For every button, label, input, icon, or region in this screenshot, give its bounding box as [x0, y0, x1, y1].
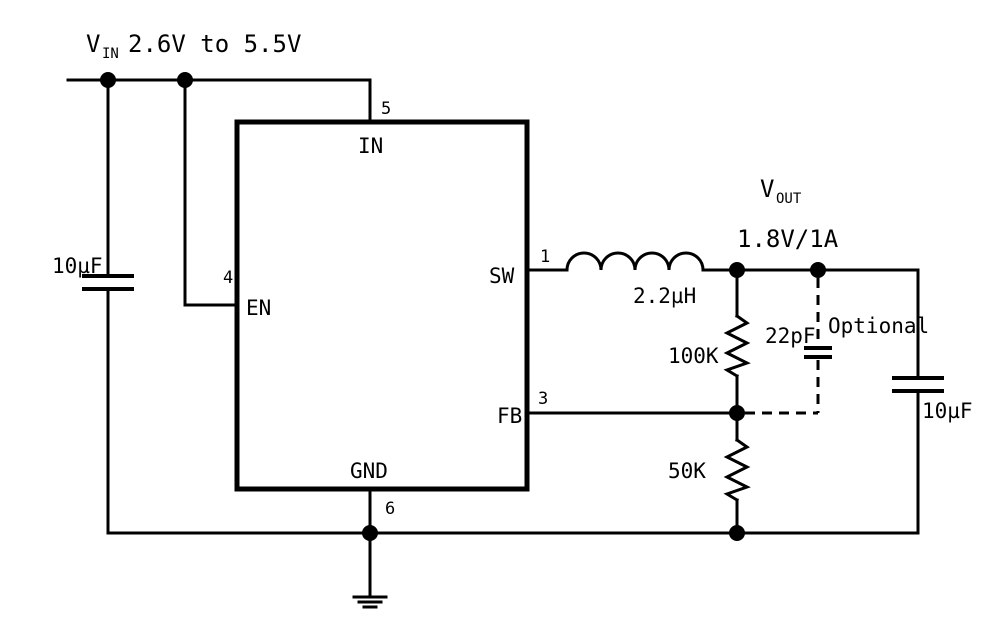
inductor-value: 2.2µH	[633, 284, 696, 308]
pin-en-label: EN	[246, 296, 271, 320]
inductor: 2.2µH	[525, 251, 739, 308]
en-wire	[183, 78, 239, 307]
vout-label: V OUT 1.8V/1A	[737, 175, 839, 253]
input-capacitor: 10µF	[52, 78, 134, 535]
pin-fb-number: 3	[538, 389, 548, 409]
pin-gnd-number: 6	[385, 499, 395, 519]
pin-en-number: 4	[223, 268, 233, 288]
pin-in-number: 5	[381, 99, 391, 119]
pin-gnd-label: GND	[350, 459, 388, 483]
pin-sw-label: SW	[489, 264, 515, 288]
pin-fb-label: FB	[497, 404, 522, 428]
feedforward-capacitor: 22pF Optional	[745, 278, 929, 415]
ic-body	[234, 119, 530, 492]
vin-label: V IN 2.6V to 5.5V	[86, 30, 301, 62]
vin-symbol: V	[86, 30, 100, 58]
fb-node	[525, 405, 745, 421]
vin-range: 2.6V to 5.5V	[128, 30, 301, 58]
cout-value: 10µF	[922, 399, 973, 423]
r-bottom-value: 50K	[668, 459, 706, 483]
cff-note: Optional	[828, 314, 929, 338]
resistor-bottom: 50K	[668, 411, 751, 535]
output-capacitor: 10µF	[892, 268, 973, 535]
pin-sw-number: 1	[540, 247, 550, 267]
cin-value: 10µF	[52, 254, 103, 278]
vin-subscript: IN	[102, 46, 119, 62]
vout-symbol: V	[760, 175, 774, 203]
vout-subscript: OUT	[776, 191, 802, 207]
vout-rating: 1.8V/1A	[737, 225, 839, 253]
pin-in-label: IN	[358, 134, 383, 158]
ic-pins: IN 5 EN 4 SW 1 FB 3 GND 6	[223, 99, 550, 519]
cff-value: 22pF	[765, 324, 816, 348]
r-top-value: 100K	[668, 344, 719, 368]
vin-rail	[66, 72, 372, 124]
vout-rail	[729, 262, 920, 278]
resistor-top: 100K	[668, 268, 751, 415]
ground-rail	[106, 487, 920, 541]
ground-icon	[352, 531, 388, 609]
